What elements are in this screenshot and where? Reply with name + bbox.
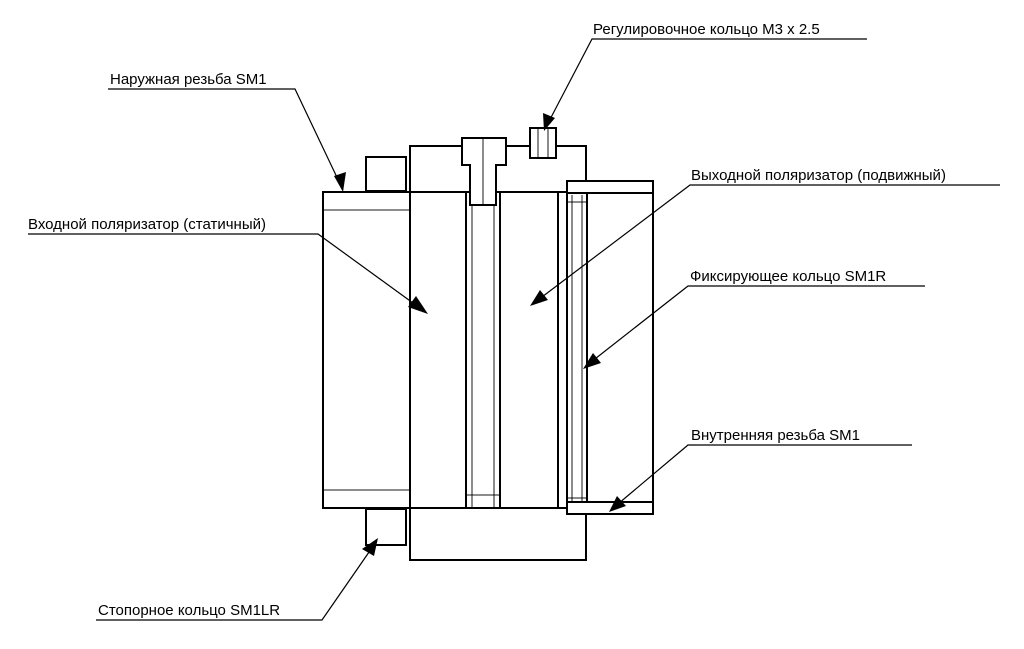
output-tube (566, 180, 654, 515)
label-retaining-ring: Фиксирующее кольцо SM1R (690, 268, 886, 285)
set-screw (529, 127, 557, 159)
center-screw (461, 137, 507, 206)
center-spacer (465, 191, 501, 509)
label-external-thread: Наружная резьба SM1 (110, 71, 267, 88)
label-input-polarizer: Входной поляризатор (статичный) (28, 216, 266, 233)
input-tube (322, 191, 412, 509)
input-polarizer-element (409, 191, 467, 509)
label-internal-thread: Внутренняя резьба SM1 (691, 427, 860, 444)
label-adjust-ring: Регулировочное кольцо М3 х 2.5 (593, 21, 820, 38)
lock-ring (365, 156, 407, 546)
output-polarizer-element (499, 191, 559, 509)
leader-lines (28, 38, 1000, 621)
housing-bottom (409, 507, 587, 561)
label-output-polarizer: Выходной поляризатор (подвижный) (691, 167, 946, 184)
label-lock-ring: Стопорное кольцо SM1LR (98, 602, 280, 619)
retaining-ring-element (566, 191, 588, 509)
